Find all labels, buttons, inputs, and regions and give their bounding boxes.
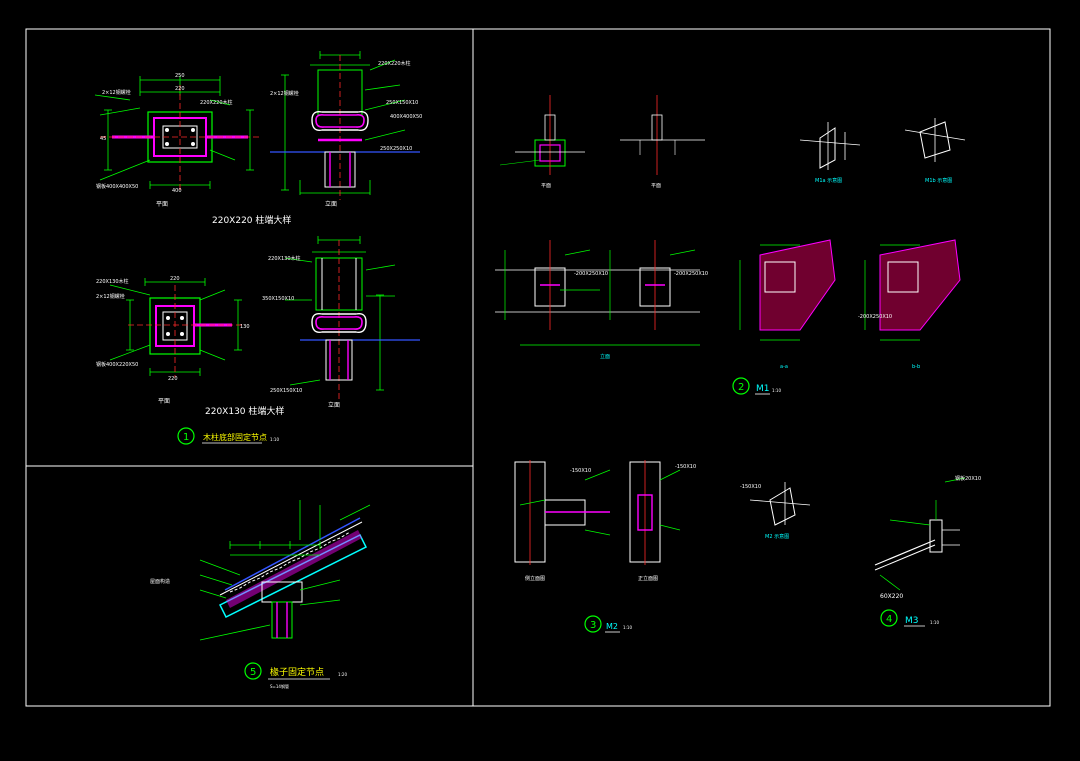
d1t-label-column: 220X220木柱 bbox=[200, 99, 233, 106]
detail5-number: 5 bbox=[250, 667, 256, 678]
detail3-title-text: M2 bbox=[606, 622, 618, 631]
d1b-dim-130: 130 bbox=[240, 324, 250, 330]
d1t-dim-45: 45 bbox=[100, 136, 106, 142]
detail4-title: 4 M3 1:10 bbox=[880, 609, 939, 627]
d4-label-60x220: 60X220 bbox=[880, 593, 903, 600]
d4-label-plate: 钢板20X10 bbox=[955, 475, 981, 482]
d1b-label-bolt: 2×12钢螺栓 bbox=[96, 293, 125, 300]
detail5-title-text: 椽子固定节点 bbox=[270, 666, 324, 678]
d1b-elev-label-column: 220X130木柱 bbox=[268, 255, 301, 262]
d1t-label-bolt: 2×12钢螺栓 bbox=[102, 89, 131, 96]
d3-label-3: -150X10 bbox=[740, 484, 761, 490]
detail2-number-circle bbox=[732, 377, 750, 395]
detail2-plan-views: 平面 平面 M1a 示意图 M1b 示意图 bbox=[499, 95, 966, 189]
detail3-scale: 1:10 bbox=[623, 625, 632, 630]
detail2-scale: 1:10 bbox=[772, 388, 781, 393]
d2-label-3: -200X250X10 bbox=[858, 314, 892, 320]
detail2-section-views: a-a -200X250X10 b-b bbox=[739, 239, 961, 370]
detail4-title-text: M3 bbox=[905, 616, 919, 626]
d1-bottom-subtitle: 220X130 柱端大样 bbox=[205, 405, 284, 417]
d1t-dim-400: 400 bbox=[172, 188, 182, 194]
detail1-bottom-elevation: 220X130木柱 350X150X10 250X150X10 立面 bbox=[262, 236, 420, 409]
detail1-title: 1 木柱底部固定节点 1:10 bbox=[177, 427, 279, 445]
d1-top-subtitle: 220X220 柱端大样 bbox=[212, 214, 291, 226]
d2-caption-plan-2: 平面 bbox=[651, 183, 661, 189]
d3-caption-m2: M2 示意图 bbox=[765, 533, 789, 540]
d1b-plan-caption: 平面 bbox=[158, 398, 170, 405]
d1b-dim-220: 220 bbox=[170, 276, 180, 282]
d2-caption-bb: b-b bbox=[912, 364, 920, 370]
detail5-rafter-node: 屋面构造 bbox=[150, 500, 371, 641]
detail3-views: -150X10 侧立面图 -150X10 正立面图 -150X10 M2 示意图 bbox=[514, 460, 811, 582]
detail1-number: 1 bbox=[183, 432, 189, 443]
d2-caption-elev: 立面 bbox=[600, 353, 610, 360]
detail4-scale: 1:10 bbox=[930, 620, 939, 625]
d2-label-1: -200X250X10 bbox=[574, 271, 608, 277]
d1b-label-column: 220X130木柱 bbox=[96, 278, 129, 285]
d2-caption-m1a: M1a 示意图 bbox=[815, 177, 842, 184]
detail2-title-text: M1 bbox=[756, 384, 770, 394]
d1t-elev-label-400x400: 400X400X50 bbox=[390, 114, 422, 120]
detail2-title: 2 M1 1:10 bbox=[732, 377, 781, 395]
detail3-number: 3 bbox=[590, 620, 596, 631]
detail1-scale: 1:10 bbox=[270, 437, 279, 442]
d1t-elev-caption: 立面 bbox=[325, 200, 337, 208]
detail5-note: S=14钢管 bbox=[270, 683, 289, 689]
d1b-elev-caption: 立面 bbox=[328, 401, 340, 409]
d1t-label-plate: 钢板400X400X50 bbox=[96, 183, 138, 190]
d1t-elev-label-250x150: 250X150X10 bbox=[386, 100, 418, 106]
detail1-title-text: 木柱底部固定节点 bbox=[203, 432, 267, 442]
detail5-number-circle bbox=[244, 662, 262, 680]
d1t-elev-label-250x250: 250X250X10 bbox=[380, 146, 412, 152]
d1b-label-plate: 钢板400X220X50 bbox=[96, 361, 138, 368]
detail1-top-elevation: 220X220木柱 2×12钢螺栓 250X150X10 400X400X50 … bbox=[270, 51, 422, 208]
detail3-number-circle bbox=[584, 615, 602, 633]
d1t-elev-label-column: 220X220木柱 bbox=[378, 60, 411, 67]
outer-frame bbox=[25, 28, 1051, 707]
d1t-dim-250: 250 bbox=[175, 73, 185, 79]
detail4-number: 4 bbox=[886, 614, 892, 625]
d1b-elev-label-350x150: 350X150X10 bbox=[262, 296, 294, 302]
detail1-bottom-plan: 220 130 220 220X130木柱 2×12钢螺栓 钢板400X220X… bbox=[96, 276, 250, 405]
detail3-title: 3 M2 1:10 bbox=[584, 615, 632, 633]
d3-label-2: -150X10 bbox=[675, 464, 696, 470]
d5-label-note: 屋面构造 bbox=[150, 578, 170, 585]
detail4-number-circle bbox=[880, 609, 898, 627]
d1t-elev-label-bolt: 2×12钢螺栓 bbox=[270, 90, 299, 97]
d2-label-2: -200X250X10 bbox=[674, 271, 708, 277]
d1b-dim-220-bottom: 220 bbox=[168, 376, 178, 382]
d1b-elev-label-250x150: 250X150X10 bbox=[270, 388, 302, 394]
drawing-frames bbox=[25, 28, 1051, 707]
d2-caption-plan-1: 平面 bbox=[541, 183, 551, 189]
detail5-scale: 1:20 bbox=[338, 672, 347, 677]
d1t-dim-220: 220 bbox=[175, 86, 185, 92]
d3-caption-side: 侧立面图 bbox=[525, 575, 545, 582]
detail5-title: 5 椽子固定节点 1:20 S=14钢管 bbox=[244, 662, 347, 689]
detail4-view: 钢板20X10 60X220 bbox=[874, 475, 981, 600]
d1t-plan-caption: 平面 bbox=[156, 201, 168, 208]
detail2-elevation-views: -200X250X10 -200X250X10 立面 bbox=[495, 240, 708, 360]
d2-caption-aa: a-a bbox=[780, 364, 788, 370]
detail1-top-plan: 250 220 45 400 2×12钢螺栓 220X220木柱 钢板400X4… bbox=[94, 73, 260, 208]
detail1-number-circle bbox=[177, 427, 195, 445]
d3-label-1: -150X10 bbox=[570, 468, 591, 474]
d3-caption-front: 正立面图 bbox=[638, 575, 658, 582]
detail2-number: 2 bbox=[738, 382, 744, 393]
d2-caption-m1b: M1b 示意图 bbox=[925, 177, 952, 184]
